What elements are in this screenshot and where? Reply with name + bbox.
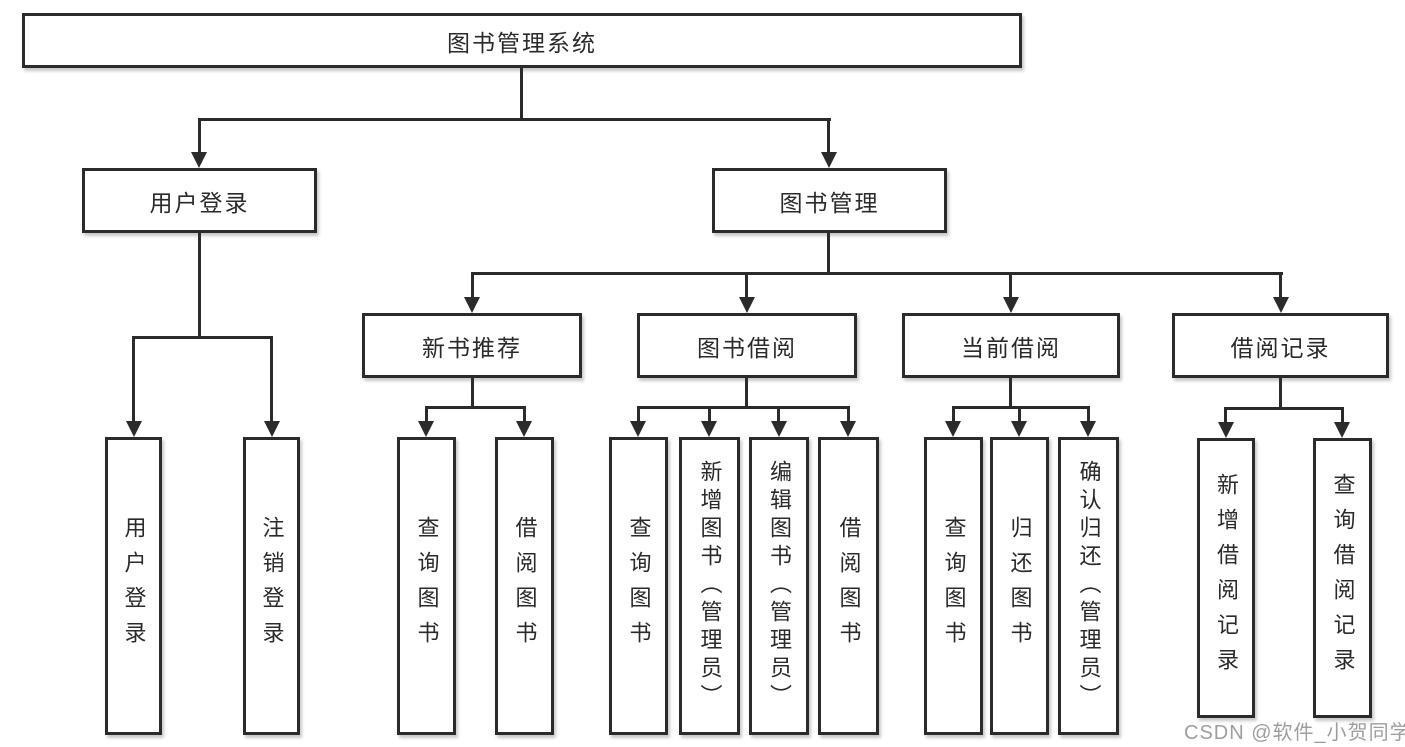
leaf-search-books-recommend: 查询图书: [397, 437, 456, 735]
arrow-user-login-icon: [191, 152, 207, 168]
leaf-logout-label: 注销登录: [259, 516, 285, 656]
arrow-leaf-logout-icon: [264, 421, 280, 437]
connector-user-login-bar: [132, 336, 273, 339]
leaf-search-borrow-record-label: 查询借阅记录: [1330, 473, 1356, 683]
connector-drop-user-login: [198, 118, 201, 153]
connector-drop-book-management: [827, 118, 830, 153]
arrow-cb-confirm-icon: [1080, 421, 1096, 437]
arrow-borrow-records-icon: [1273, 297, 1289, 313]
connector-root-stem: [520, 68, 523, 118]
leaf-confirm-return-admin: 确认归还（管理员）: [1058, 437, 1119, 735]
connector-root-bar: [198, 118, 831, 121]
leaf-user-login: 用户登录: [105, 437, 162, 735]
connector-current-borrow-stem: [1009, 378, 1012, 406]
connector-drop-current-borrow: [1009, 272, 1012, 297]
leaf-user-login-label: 用户登录: [121, 516, 147, 656]
arrow-nb-borrow-icon: [516, 421, 532, 437]
connector-drop-bb-add: [708, 406, 711, 422]
node-current-borrowing-label: 当前借阅: [961, 334, 1061, 361]
leaf-search-books-borrowing: 查询图书: [609, 437, 668, 735]
leaf-add-book-admin: 新增图书（管理员）: [679, 437, 740, 735]
connector-drop-br-add: [1224, 407, 1227, 422]
connector-drop-borrow-records: [1279, 272, 1282, 297]
connector-drop-leaf-user-login: [132, 336, 135, 421]
connector-user-login-stem: [198, 233, 201, 336]
node-book-management-label: 图书管理: [779, 189, 880, 216]
leaf-borrow-books-borrowing: 借阅图书: [818, 437, 879, 735]
connector-drop-leaf-logout: [270, 336, 273, 421]
node-user-login: 用户登录: [82, 168, 317, 233]
leaf-borrow-books-borrowing-label: 借阅图书: [836, 516, 862, 656]
connector-drop-book-borrow: [745, 272, 748, 297]
arrow-new-book-icon: [464, 297, 480, 313]
leaf-return-books-label: 归还图书: [1007, 516, 1033, 656]
connector-drop-cb-return: [1018, 406, 1021, 422]
connector-book-management-bar: [471, 272, 1283, 275]
leaf-borrow-books-recommend-label: 借阅图书: [512, 516, 538, 656]
node-library-system-label: 图书管理系统: [447, 29, 597, 56]
leaf-search-books-current: 查询图书: [924, 437, 983, 735]
leaf-confirm-return-admin-label: 确认归还（管理员）: [1076, 460, 1102, 712]
leaf-search-borrow-record: 查询借阅记录: [1313, 438, 1372, 718]
arrow-cb-search-icon: [945, 421, 961, 437]
arrow-leaf-user-login-icon: [126, 421, 142, 437]
arrow-br-add-icon: [1218, 422, 1234, 438]
leaf-edit-book-admin-label: 编辑图书（管理员）: [767, 460, 792, 712]
csdn-watermark: CSDN @软件_小贺同学: [1184, 722, 1405, 744]
node-library-system: 图书管理系统: [22, 13, 1022, 68]
leaf-edit-book-admin: 编辑图书（管理员）: [749, 437, 809, 735]
leaf-add-book-admin-label: 新增图书（管理员）: [697, 460, 723, 712]
node-new-book-recommend: 新书推荐: [362, 313, 582, 378]
node-borrowing-records-label: 借阅记录: [1230, 334, 1331, 361]
connector-drop-cb-confirm: [1087, 406, 1090, 422]
arrow-nb-search-icon: [418, 421, 434, 437]
connector-book-borrow-stem: [745, 378, 748, 406]
connector-new-book-bar: [425, 406, 526, 409]
connector-borrow-records-bar: [1224, 407, 1344, 410]
leaf-search-books-recommend-label: 查询图书: [414, 516, 440, 656]
node-book-borrowing: 图书借阅: [637, 313, 857, 378]
arrow-bb-edit-icon: [771, 421, 787, 437]
leaf-borrow-books-recommend: 借阅图书: [495, 437, 554, 735]
node-user-login-label: 用户登录: [149, 189, 250, 216]
node-book-management: 图书管理: [712, 168, 947, 233]
node-borrowing-records: 借阅记录: [1172, 313, 1389, 378]
arrow-current-borrow-icon: [1003, 297, 1019, 313]
connector-book-management-stem: [827, 233, 830, 272]
connector-drop-bb-edit: [777, 406, 780, 422]
connector-book-borrow-bar: [637, 406, 849, 409]
arrow-cb-return-icon: [1011, 421, 1027, 437]
leaf-search-books-current-label: 查询图书: [941, 516, 967, 656]
connector-borrow-records-stem: [1279, 378, 1282, 407]
connector-new-book-stem: [471, 378, 474, 406]
arrow-bb-add-icon: [701, 421, 717, 437]
node-current-borrowing: 当前借阅: [902, 313, 1120, 378]
connector-drop-bb-borrow: [847, 406, 850, 422]
leaf-search-books-borrowing-label: 查询图书: [626, 516, 652, 656]
node-book-borrowing-label: 图书借阅: [697, 334, 797, 361]
arrow-br-search-icon: [1334, 422, 1350, 438]
leaf-add-borrow-record-label: 新增借阅记录: [1214, 473, 1239, 683]
connector-drop-nb-borrow: [523, 406, 526, 422]
leaf-logout: 注销登录: [243, 437, 300, 735]
arrow-book-borrow-icon: [739, 297, 755, 313]
leaf-add-borrow-record: 新增借阅记录: [1197, 438, 1255, 718]
leaf-return-books: 归还图书: [990, 437, 1049, 735]
connector-drop-br-search: [1341, 407, 1344, 422]
connector-drop-bb-search: [637, 406, 640, 422]
connector-drop-cb-search: [952, 406, 955, 422]
node-new-book-recommend-label: 新书推荐: [422, 334, 522, 361]
connector-drop-new-book: [471, 272, 474, 297]
arrow-book-management-icon: [821, 152, 837, 168]
connector-drop-nb-search: [425, 406, 428, 422]
arrow-bb-search-icon: [630, 421, 646, 437]
arrow-bb-borrow-icon: [840, 421, 856, 437]
